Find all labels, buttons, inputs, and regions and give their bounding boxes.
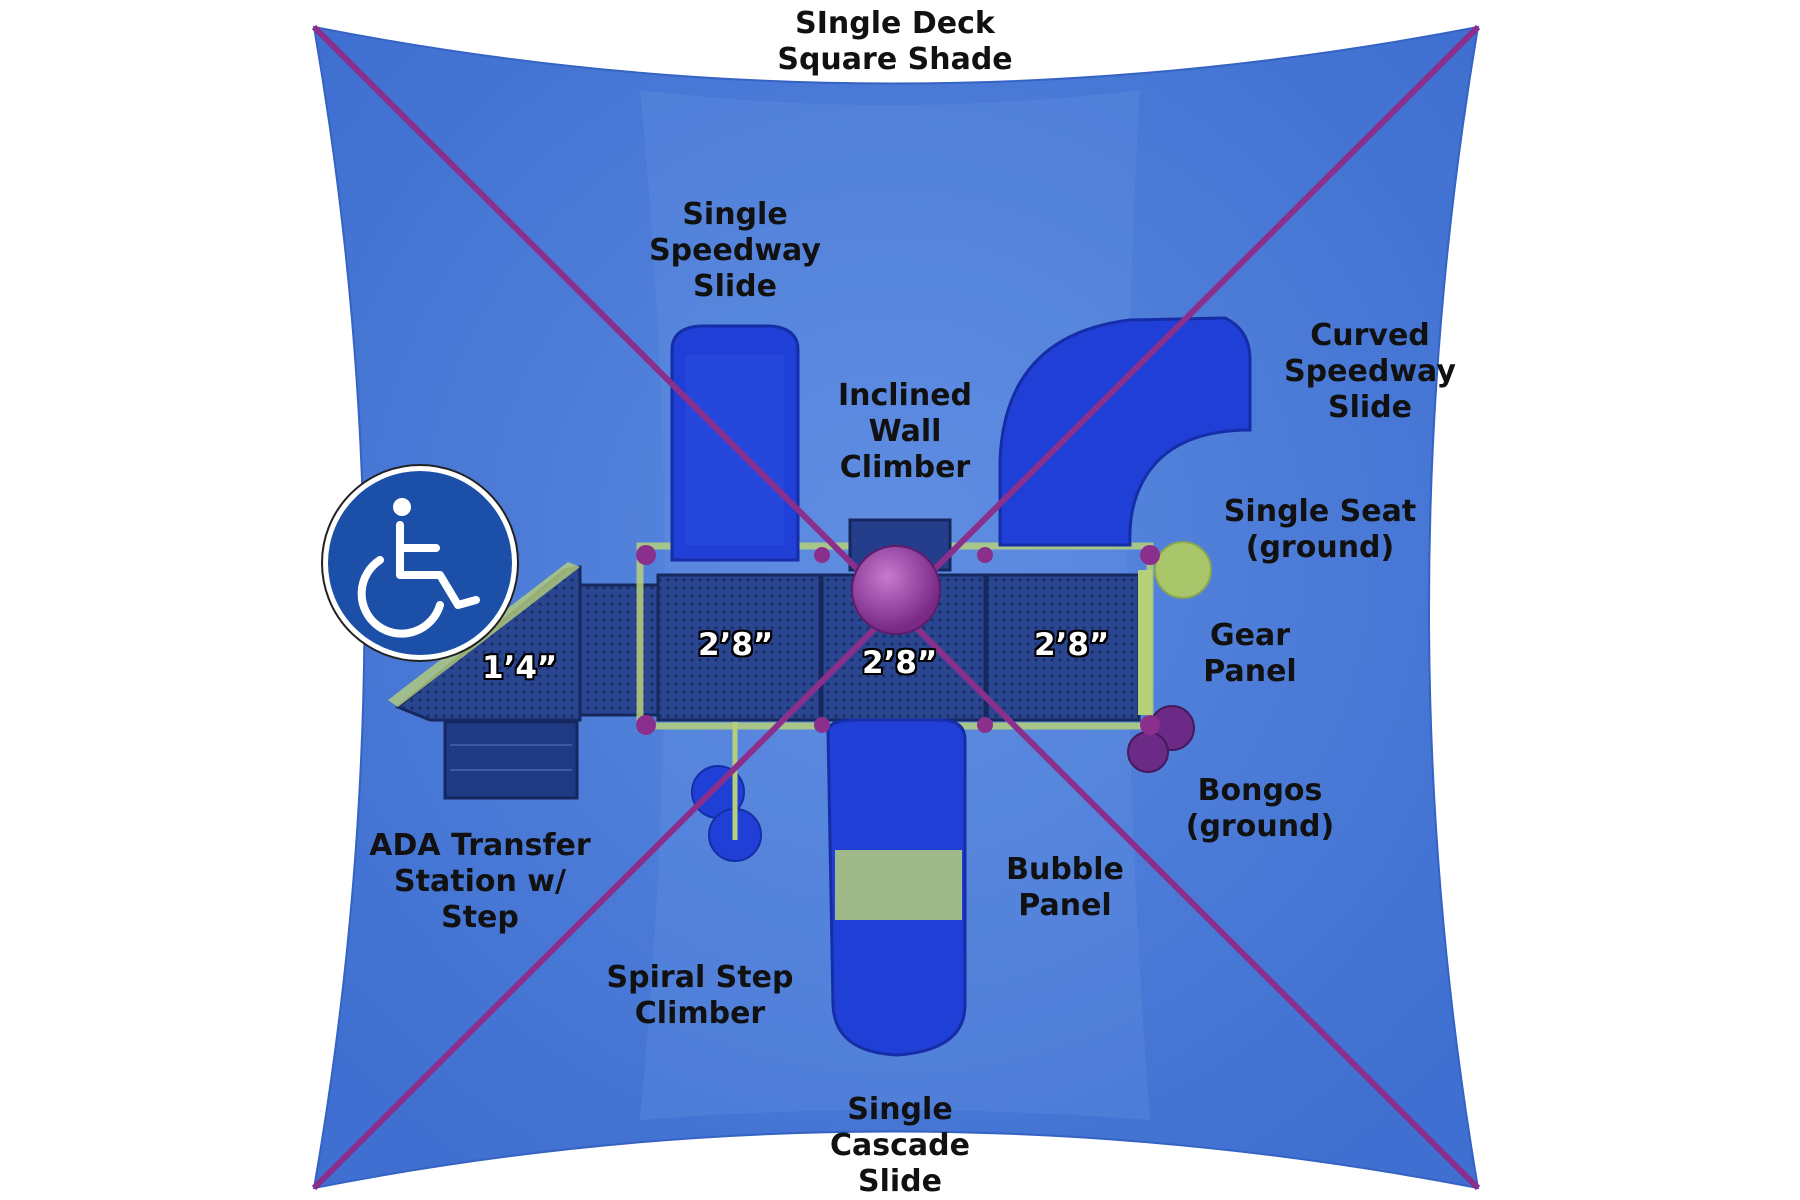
deck-height-transfer: 1’4”	[482, 650, 558, 686]
deck-height-left: 2’8”	[698, 627, 774, 663]
wheelchair-icon	[357, 498, 480, 638]
label-single-seat: Single Seat(ground)	[1223, 494, 1417, 565]
curved-speedway-slide	[998, 316, 1252, 547]
deck-left	[656, 573, 822, 722]
spiral-step-climber	[691, 722, 762, 862]
shade-hub	[851, 545, 941, 635]
deck-right	[985, 573, 1141, 722]
deck-height-right: 2’8”	[1034, 627, 1110, 663]
gear-panel	[1138, 570, 1152, 715]
bongos	[1127, 705, 1195, 773]
ada-badge	[321, 464, 519, 662]
label-bongos: Bongos(ground)	[1185, 773, 1335, 844]
deck-height-center: 2’8”	[862, 645, 938, 681]
single-cascade-slide	[826, 718, 967, 1057]
single-seat	[1154, 541, 1212, 599]
transfer-step	[443, 720, 579, 800]
ada-transfer-station	[388, 562, 660, 800]
support-posts	[636, 545, 1160, 735]
